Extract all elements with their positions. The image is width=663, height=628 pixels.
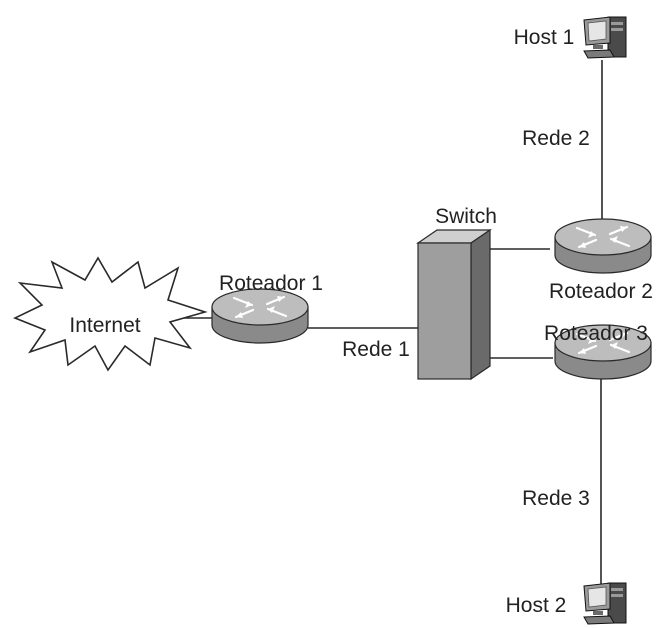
router-3: Roteador 3 xyxy=(544,322,653,381)
switch: Switch xyxy=(416,205,497,381)
internet-cloud: Internet xyxy=(13,256,208,372)
router-icon xyxy=(553,217,653,275)
rede-2-label: Rede 2 xyxy=(522,127,590,150)
rede-1-label: Rede 1 xyxy=(342,338,410,361)
computer-icon xyxy=(583,582,627,625)
host-2-label: Host 2 xyxy=(506,594,567,617)
router-2-label: Roteador 2 xyxy=(549,280,653,303)
router-icon xyxy=(210,287,310,345)
internet-label: Internet xyxy=(69,314,140,337)
host-1: Host 1 xyxy=(514,16,627,59)
network-labels: Rede 2 Rede 1 Rede 3 xyxy=(342,120,596,512)
router-2: Roteador 2 xyxy=(549,217,653,303)
computer-icon xyxy=(583,16,627,59)
router-3-label: Roteador 3 xyxy=(544,322,648,345)
connection-lines xyxy=(180,60,603,590)
host-1-label: Host 1 xyxy=(514,26,575,49)
switch-label: Switch xyxy=(435,205,497,228)
rede-3-label: Rede 3 xyxy=(522,487,590,510)
router-1-label: Roteador 1 xyxy=(219,272,323,295)
router-1: Roteador 1 xyxy=(210,272,323,345)
host-2: Host 2 xyxy=(506,582,627,625)
